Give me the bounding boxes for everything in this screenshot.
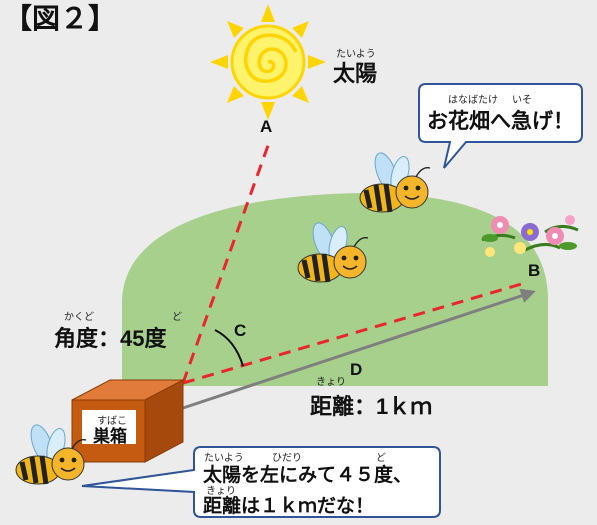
point-b-label: B (528, 261, 540, 280)
angle-arc (214, 329, 244, 367)
angle-furigana-kakudo: かくど (64, 311, 94, 323)
distance-furigana: きょり (316, 376, 346, 388)
bubble-bottom-furigana-kyori: きょり (206, 485, 236, 497)
bubble-top-furigana-hanabatake: はなばたけ (448, 94, 498, 106)
bee-icon (360, 150, 430, 212)
hive-label: 巣箱 (92, 426, 127, 446)
green-hill (122, 193, 548, 386)
angle-label: 角度：45度 (54, 326, 167, 351)
flight-path-arrow (182, 288, 536, 410)
bubble-bottom-furigana-hidari: ひだり (272, 452, 302, 464)
distance-label: 距離：1ｋｍ (310, 394, 432, 419)
bubble-top-text: お花畑へ急げ！ (427, 109, 574, 133)
speech-bubble-top (418, 83, 583, 169)
point-a-label: A (260, 117, 272, 136)
sun-furigana: たいよう (336, 48, 376, 60)
angle-furigana-do: ど (172, 311, 182, 323)
bubble-bottom-furigana-do: ど (376, 452, 386, 464)
point-d-label: D (350, 360, 362, 379)
point-c-label: C (234, 321, 246, 340)
hive-furigana: すばこ (97, 415, 127, 427)
hive-box-icon (71, 379, 184, 463)
sun-direction-dashed-line (181, 139, 272, 384)
flower-cluster-icon (481, 215, 579, 257)
bubble-bottom-line1: 太陽を左にみて４５度、 (203, 463, 412, 486)
speech-bubble-bottom (81, 446, 441, 518)
figure-title: 【図２】 (4, 3, 116, 34)
sun-label: 太陽 (333, 61, 377, 86)
bubble-top-furigana-iso: いそ (512, 94, 532, 106)
bubble-bottom-line2: 距離は１ｋｍだな！ (203, 494, 374, 517)
sun-icon (210, 4, 326, 120)
bubble-bottom-furigana-taiyou: たいよう (204, 452, 244, 464)
